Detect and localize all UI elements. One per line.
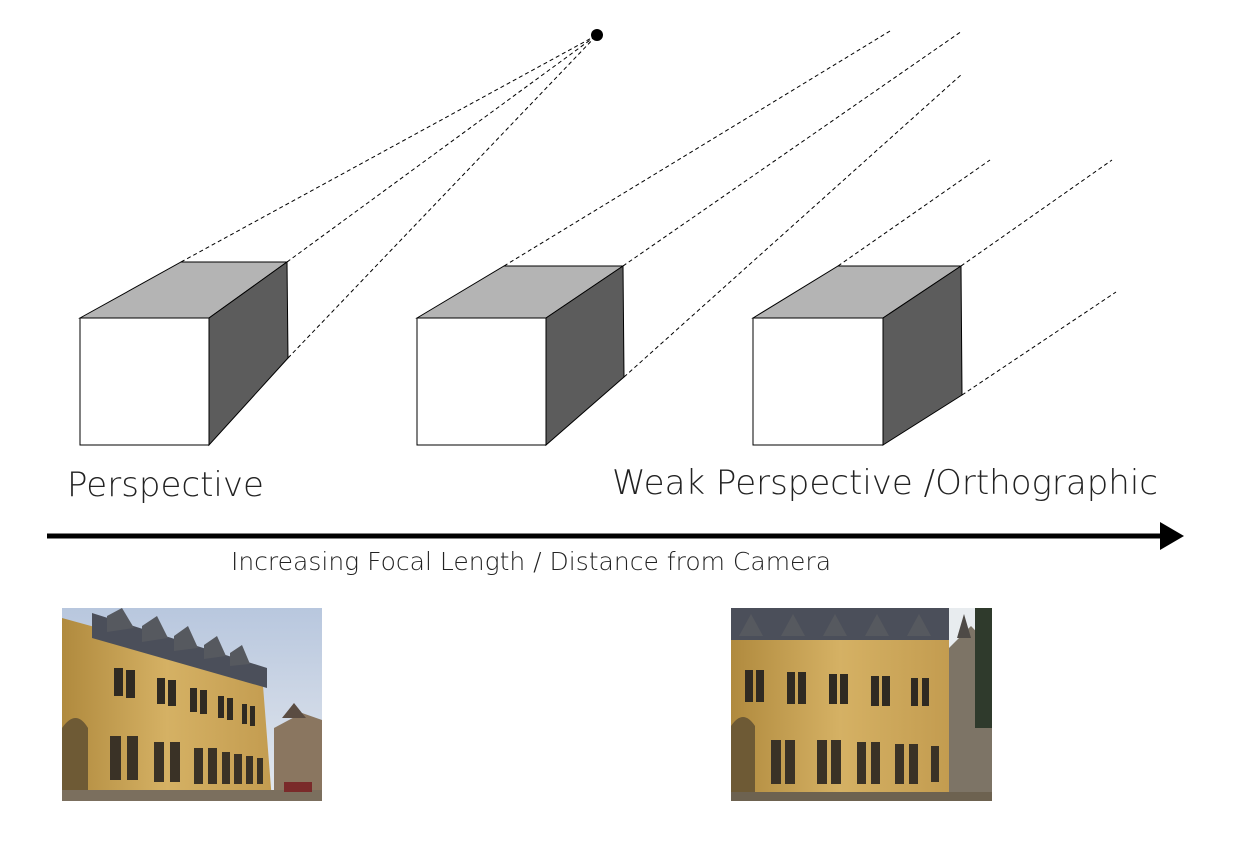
projection-ray [287, 34, 598, 359]
projection-ray [837, 159, 991, 267]
cube-perspective [78, 261, 289, 447]
focal-length-arrow [47, 522, 1184, 550]
arrow-head [1160, 522, 1184, 550]
building-photo-weak-perspective [731, 608, 992, 801]
center-of-projection-point [591, 29, 603, 41]
projection-ray [503, 30, 891, 267]
cube-middle [415, 265, 625, 447]
weak-perspective-label: Weak Perspective /Orthographic [612, 463, 1158, 503]
parallel-rays-middle [503, 30, 963, 378]
perspective-label: Perspective [67, 465, 264, 505]
projection-ray [622, 30, 963, 267]
parallel-rays-right [837, 159, 1117, 396]
projection-ray [180, 34, 598, 263]
projection-ray [286, 34, 598, 263]
axis-caption: Increasing Focal Length / Distance from … [231, 547, 831, 576]
projection-ray [623, 73, 963, 378]
projection-ray [961, 291, 1117, 396]
cube-front-face [416, 317, 547, 446]
cube-front-face [79, 317, 210, 446]
cube-front-face [752, 317, 884, 446]
projection-ray [960, 159, 1113, 267]
building-photo-perspective [62, 608, 322, 801]
cube-orthographic [751, 265, 963, 446]
perspective-projection-rays [180, 34, 598, 359]
